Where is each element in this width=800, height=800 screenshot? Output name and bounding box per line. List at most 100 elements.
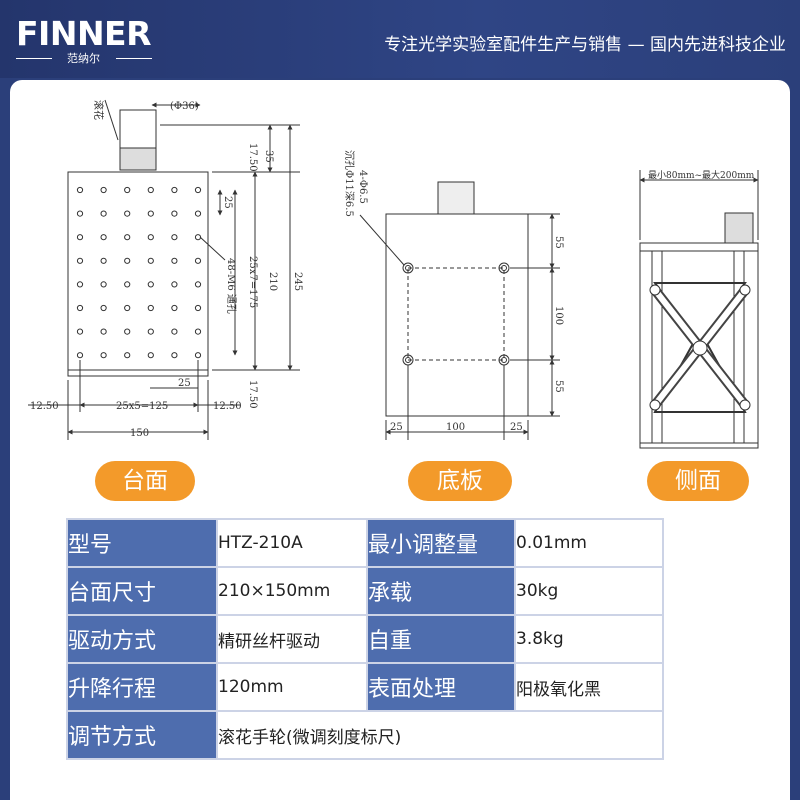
side-right-rail	[743, 250, 759, 444]
mount-hole	[100, 210, 107, 217]
mount-hole	[194, 186, 202, 194]
scissor-pivot	[692, 340, 708, 356]
spec-key: 调节方式	[66, 710, 218, 760]
dim-25-h: 25	[178, 378, 191, 389]
side-knob	[724, 212, 754, 244]
mount-hole	[124, 328, 131, 335]
mount-hole	[100, 234, 107, 241]
dim-35: 35	[263, 150, 274, 163]
spec-key: 自重	[366, 614, 516, 664]
dim-25x7: 25x7=175	[247, 256, 258, 308]
table-plate	[67, 171, 209, 371]
mount-hole	[147, 328, 154, 335]
spec-value: HTZ-210A	[216, 518, 368, 568]
dim-25-right: 25	[510, 422, 523, 433]
table-edge	[67, 369, 209, 377]
dim-210: 210	[267, 272, 278, 291]
mount-hole	[171, 234, 178, 241]
mount-hole	[124, 304, 131, 312]
side-view-drawing	[639, 170, 759, 449]
dim-knurl: 滚花	[92, 100, 105, 120]
brand-name: FINNER	[16, 14, 152, 53]
side-top-plate	[639, 242, 759, 252]
bottom-view-drawing	[359, 181, 560, 440]
mount-hole	[100, 352, 107, 359]
top-view-drawing	[28, 99, 300, 440]
dim-17-50: 17.50	[247, 143, 258, 172]
mount-hole	[147, 257, 154, 264]
mount-hole	[76, 234, 84, 241]
mount-hole	[171, 210, 178, 217]
dim-25x5: 25x5=125	[116, 401, 168, 412]
mount-hole	[100, 281, 107, 288]
label-top-view: 台面	[95, 461, 195, 501]
mount-hole	[147, 210, 154, 217]
dim-55-top: 55	[553, 236, 564, 249]
mount-hole	[194, 352, 202, 359]
spec-key: 表面处理	[366, 662, 516, 712]
mount-hole	[76, 210, 84, 217]
spec-key: 升降行程	[66, 662, 218, 712]
side-right-rail-inner	[733, 250, 745, 444]
slogan: 专注光学实验室配件生产与销售 — 国内先进科技企业	[384, 35, 786, 55]
dim-height-range: 最小80mm~最大200mm	[648, 169, 755, 181]
spec-key: 台面尺寸	[66, 566, 218, 616]
dim-150: 150	[130, 428, 149, 439]
mount-hole	[76, 328, 84, 335]
side-left-rail-inner	[651, 250, 663, 444]
mount-hole	[171, 257, 178, 264]
dim-knob: (Φ36)	[170, 101, 199, 112]
spec-table: 型号 HTZ-210A 最小调整量 0.01mm 台面尺寸 210×150mm …	[66, 518, 664, 760]
mount-hole	[124, 257, 131, 264]
side-bottom-plate	[639, 442, 759, 449]
spec-key: 驱动方式	[66, 614, 218, 664]
dim-245: 245	[292, 272, 303, 291]
spec-value: 阳极氧化黑	[514, 662, 664, 712]
dim-55-bottom: 55	[553, 380, 564, 393]
spec-row: 型号 HTZ-210A 最小调整量 0.01mm	[66, 518, 664, 568]
hole-pattern	[407, 267, 505, 361]
mount-hole	[124, 210, 131, 217]
spec-row: 台面尺寸 210×150mm 承载 30kg	[66, 566, 664, 616]
logo-divider	[16, 58, 52, 59]
mount-hole	[194, 210, 202, 217]
mount-hole	[124, 186, 131, 194]
spec-value: 精研丝杆驱动	[216, 614, 368, 664]
mount-hole	[100, 304, 107, 312]
dim-holes: 48-M6 通孔	[225, 258, 237, 314]
dim-counterbore: 沉孔Φ11深6.5	[343, 150, 356, 217]
spec-row: 调节方式 滚花手轮(微调刻度标尺)	[66, 710, 664, 760]
spec-row: 升降行程 120mm 表面处理 阳极氧化黑	[66, 662, 664, 712]
spec-key: 最小调整量	[366, 518, 516, 568]
dim-100-h: 100	[446, 422, 465, 433]
mount-hole	[171, 186, 178, 194]
mount-hole	[147, 304, 154, 312]
dim-100-v: 100	[553, 306, 564, 325]
dim-4-holes: 4-Φ6.5	[357, 170, 368, 204]
dim-25-v: 25	[222, 196, 233, 209]
mount-hole	[124, 281, 131, 288]
spec-value: 滚花手轮(微调刻度标尺)	[216, 710, 664, 760]
spec-key: 承载	[366, 566, 516, 616]
mount-hole	[76, 186, 84, 194]
mount-hole	[194, 304, 202, 312]
mount-hole	[171, 304, 178, 312]
mount-hole	[100, 328, 107, 335]
spec-value: 0.01mm	[514, 518, 664, 568]
dim-12-50-right: 12.50	[213, 401, 242, 412]
mount-hole	[124, 352, 131, 359]
mount-hole	[194, 328, 202, 335]
brand-logo: FINNER 范纳尔	[16, 14, 156, 70]
mount-hole	[194, 257, 202, 264]
knob-knurl	[119, 147, 157, 171]
dim-17-50-bottom: 17.50	[247, 380, 258, 409]
mount-hole	[147, 234, 154, 241]
mount-hole	[76, 281, 84, 288]
mount-hole	[194, 281, 202, 288]
header: FINNER 范纳尔 专注光学实验室配件生产与销售 — 国内先进科技企业	[0, 0, 800, 78]
mount-hole	[147, 186, 154, 194]
brand-sub: 范纳尔	[67, 52, 100, 65]
spec-value: 3.8kg	[514, 614, 664, 664]
logo-divider	[116, 58, 152, 59]
mount-hole	[147, 281, 154, 288]
